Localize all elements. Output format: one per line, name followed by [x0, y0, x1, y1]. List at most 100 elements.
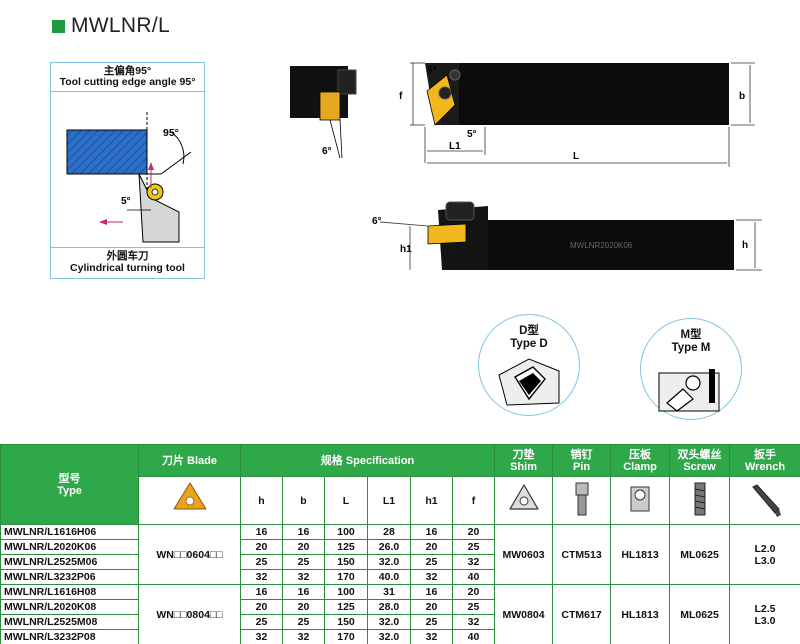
caption-divider: [51, 91, 204, 92]
h1-cell: 32: [410, 569, 453, 585]
dim-h1-label: h1: [400, 244, 412, 255]
col-b-header: b: [282, 476, 325, 525]
f-cell: 25: [451, 599, 496, 615]
dim-b-label: b: [739, 91, 745, 102]
clamp-cell: HL1813: [610, 524, 671, 585]
bottom-angle-label: 5°: [467, 129, 477, 140]
top-angle-label: 5°: [427, 65, 437, 76]
bottom-caption-en: Cylindrical turning tool: [70, 262, 185, 274]
h1-cell: 16: [410, 584, 453, 600]
wrench-cell: L2.0 L3.0: [729, 524, 800, 585]
pin-image-cell: [552, 476, 612, 525]
shim-header: 刀垫 Shim: [494, 444, 554, 477]
L-cell: 170: [324, 569, 368, 585]
clamp-cell: HL1813: [610, 584, 671, 644]
side-angle-label: 6°: [372, 216, 382, 227]
table-row: MWLNR/L1616H08 WN□□0804□□ 16 16 100 31 1…: [0, 584, 800, 644]
clamp-image-cell: [610, 476, 671, 525]
type-header-cn: 型号: [58, 472, 81, 485]
model-cell: MWLNR/L3232P08: [0, 629, 139, 644]
clamp-icon: [630, 486, 650, 512]
wrench-size-2: L3.0: [754, 554, 776, 567]
f-cell: 25: [451, 539, 496, 555]
model-cell: MWLNR/L2525M08: [0, 614, 139, 630]
wrench-header: 扳手 Wrench: [729, 444, 800, 477]
shim-image-cell: [494, 476, 554, 525]
col-L-header: L: [324, 476, 368, 525]
model-cell: MWLNR/L1616H06: [0, 524, 139, 540]
b-cell: 16: [282, 524, 325, 540]
blade-image-cell: [138, 476, 241, 525]
dim-L1-label: L1: [449, 141, 461, 152]
wrench-header-en: Wrench: [744, 460, 786, 473]
hex-key-icon: [752, 484, 782, 517]
L-cell: 100: [324, 524, 368, 540]
h-cell: 25: [240, 614, 283, 630]
table-row: MWLNR/L3232P06 32 32 170 40.0 32 40: [0, 569, 800, 585]
screw-image-cell: [669, 476, 731, 525]
col-h1-header: h1: [410, 476, 453, 525]
blade-cell: WN□□0804□□: [138, 584, 241, 644]
h-cell: 20: [240, 599, 283, 615]
header-row-1: 型号 Type 刀片 Blade 规格 Specification 刀垫 Shi…: [0, 444, 800, 525]
type-d-cn: D型: [519, 325, 539, 337]
L-cell: 150: [324, 554, 368, 570]
table-row: MWLNR/L2525M08 25 25 150 32.0 25 32: [0, 614, 800, 630]
screw-header-cn: 双头螺丝: [677, 448, 722, 461]
L1-cell: 28.0: [367, 599, 411, 615]
type-m-clamp-icon: [658, 369, 720, 412]
type-d-clamp-icon: [498, 358, 560, 406]
pin-cell: CTM617: [552, 584, 612, 644]
wrench-size-2: L3.0: [754, 614, 776, 627]
f-cell: 40: [451, 569, 496, 585]
cutting-angle-diagram: 主偏角95° Tool cutting edge angle 95° 95° 5…: [50, 62, 205, 279]
b-cell: 32: [282, 629, 325, 644]
pin-icon: [575, 482, 589, 516]
shim-icon: [508, 484, 539, 510]
L-cell: 125: [324, 599, 368, 615]
f-cell: 32: [451, 614, 496, 630]
model-cell: MWLNR/L1616H08: [0, 584, 139, 600]
b-cell: 20: [282, 599, 325, 615]
bottom-caption-cn: 外圆车刀: [106, 250, 149, 262]
b-cell: 25: [282, 554, 325, 570]
blade-cell: WN□□0604□□: [138, 524, 241, 585]
table-body: MWLNR/L1616H06 WN□□0604□□ 16 16 100 28 1…: [0, 524, 800, 644]
shim-header-cn: 刀垫: [512, 448, 535, 461]
h-cell: 25: [240, 554, 283, 570]
caption-divider-bottom: [51, 247, 204, 248]
shim-cell: MW0603: [494, 524, 554, 585]
type-header-en: Type: [57, 484, 82, 497]
page-title: MWLNR/L: [71, 14, 170, 37]
h1-cell: 20: [410, 599, 453, 615]
pin-header-en: Pin: [572, 460, 591, 473]
L1-cell: 26.0: [367, 539, 411, 555]
h-cell: 16: [240, 524, 283, 540]
end-view-angle-label: 6°: [322, 146, 332, 157]
L1-cell: 40.0: [367, 569, 411, 585]
pin-cell: CTM513: [552, 524, 612, 585]
wrench-size-1: L2.0: [754, 542, 776, 555]
L-cell: 125: [324, 539, 368, 555]
h-cell: 20: [240, 539, 283, 555]
clamp-header-en: Clamp: [623, 460, 657, 473]
L1-cell: 28: [367, 524, 411, 540]
holder-end-view: 6°: [290, 66, 357, 159]
blade-header: 刀片 Blade: [138, 444, 241, 477]
dim-h-label: h: [742, 240, 748, 251]
type-m-detail: M型 Type M: [640, 318, 742, 420]
screw-icon: [694, 482, 706, 516]
table-row: MWLNR/L2525M06 25 25 150 32.0 25 32: [0, 554, 800, 570]
h1-cell: 25: [410, 614, 453, 630]
model-cell: MWLNR/L2020K06: [0, 539, 139, 555]
header-row-2: h b L L1 h1 f: [1, 476, 800, 525]
holder-top-view: f 5° 5° L1 L b: [399, 62, 755, 167]
col-f-header: f: [451, 476, 496, 525]
model-cell: MWLNR/L2525M06: [0, 554, 139, 570]
page-header: MWLNR/L: [52, 14, 170, 38]
type-m-en: Type M: [671, 342, 711, 354]
shim-header-en: Shim: [510, 460, 537, 473]
h1-cell: 16: [410, 524, 453, 540]
clamp-header: 压板 Clamp: [610, 444, 671, 477]
green-square-icon: [52, 19, 65, 33]
